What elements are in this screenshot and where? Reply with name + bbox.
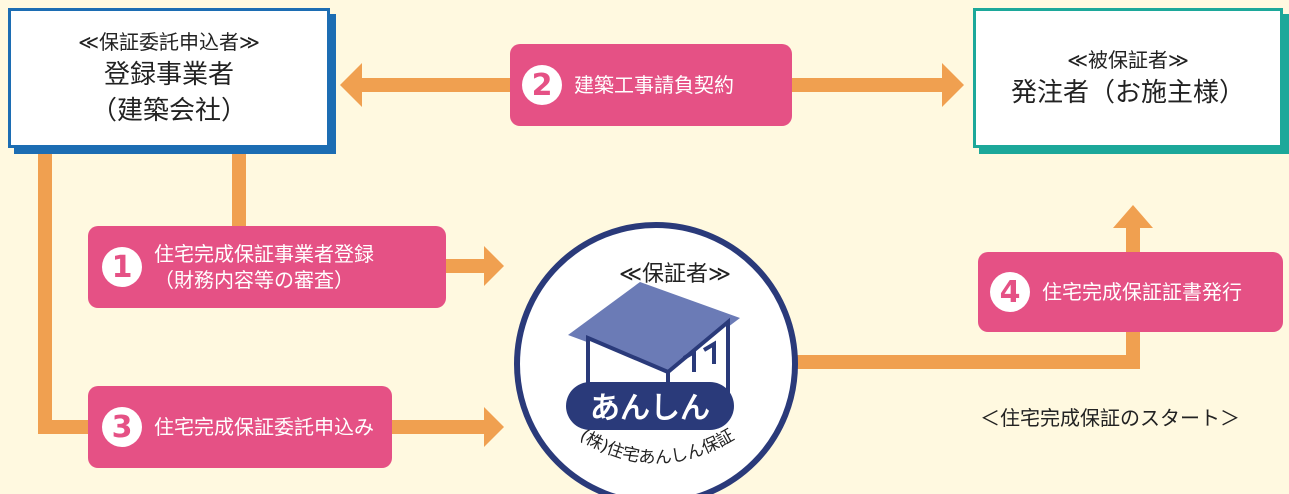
step-3-label: 住宅完成保証委託申込み [154,415,374,439]
step-2-pill: 2 建築工事請負契約 [510,44,792,126]
arrow-step2-right [792,78,944,92]
arrowhead-step2-left [340,63,362,107]
step-1-line2: （財務内容等の審査） [154,268,354,292]
connector-line [38,148,52,430]
guarantor-role: ≪保証者≫ [618,262,732,287]
contractor-line1: 登録事業者 [103,60,234,90]
arrow-step2-left [360,78,512,92]
step-3-pill: 3 住宅完成保証委託申込み [88,386,392,468]
step-1-label: 住宅完成保証事業者登録 （財務内容等の審査） [154,241,374,293]
contractor-line2: （建築会社） [90,96,247,126]
logo-band [566,382,734,430]
step-2-label: 建築工事請負契約 [574,73,734,97]
arrow-step4-horizontal [796,355,1140,369]
start-note: ＜住宅完成保証のスタート＞ [980,406,1240,430]
arrow-step1 [446,259,486,273]
step-1-number: 1 [102,247,142,287]
arrowhead-step4 [1113,205,1153,228]
arrowhead-step1 [484,246,504,286]
arrow-step3 [392,420,486,434]
guarantor-emblem: あんしん (株)住宅あんしん保証 [514,222,798,494]
arrowhead-step3 [484,407,504,447]
step-4-pill: 4 住宅完成保証証書発行 [978,252,1283,332]
step-4-label: 住宅完成保証証書発行 [1042,280,1242,304]
step-1-line1: 住宅完成保証事業者登録 [154,242,374,266]
contractor-box: ≪保証委託申込者≫ 登録事業者 （建築会社） [8,8,330,148]
client-box: ≪被保証者≫ 発注者（お施主様） [973,8,1283,148]
arrowhead-step2-right [942,63,964,107]
step-1-pill: 1 住宅完成保証事業者登録 （財務内容等の審査） [88,226,446,308]
contractor-role: ≪保証委託申込者≫ [78,30,260,54]
client-role: ≪被保証者≫ [1067,48,1189,72]
step-4-number: 4 [990,272,1030,312]
house-window [682,348,696,372]
house-window [702,340,716,364]
connector-line [38,420,90,434]
logo-text: あんしん [590,391,710,426]
client-name: 発注者（お施主様） [1010,78,1245,108]
step-2-number: 2 [522,65,562,105]
step-3-number: 3 [102,407,142,447]
